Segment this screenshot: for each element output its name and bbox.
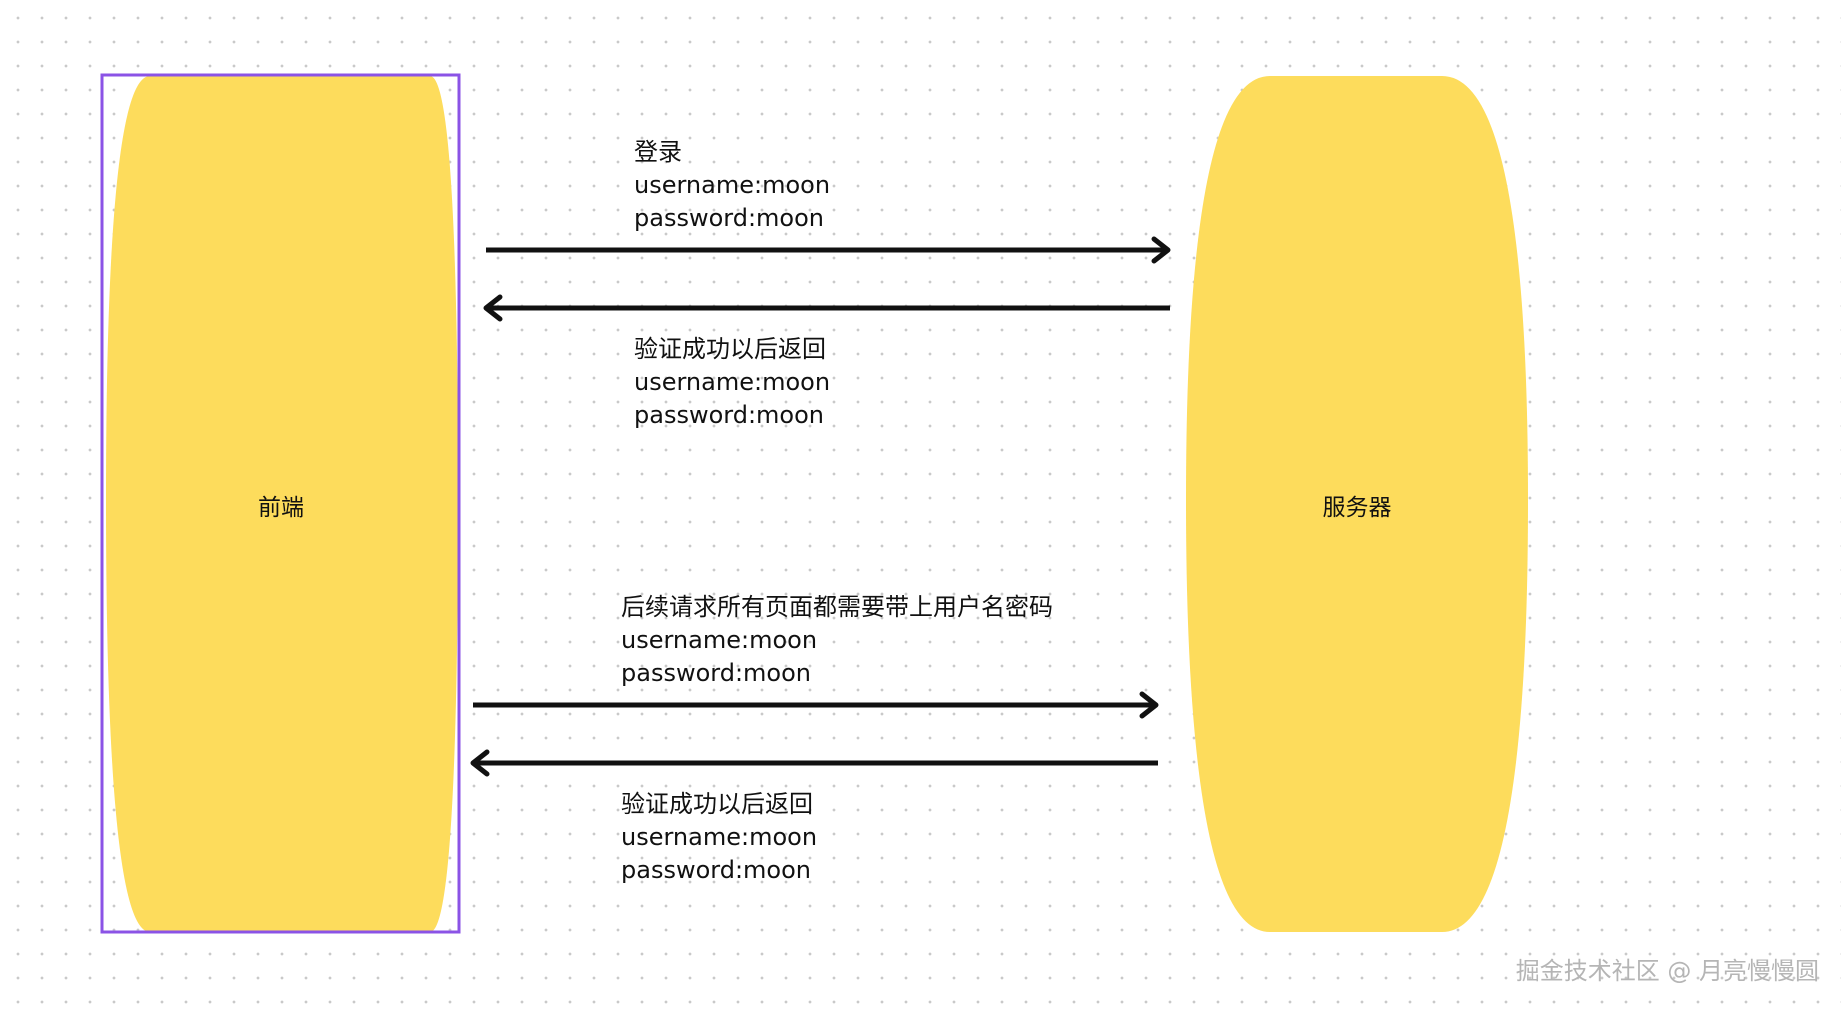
message-request-title: 后续请求所有页面都需要带上用户名密码 <box>621 593 1053 621</box>
arrow-login-reply[interactable] <box>483 294 1170 322</box>
message-request-reply-password: password:moon <box>621 856 811 884</box>
message-login-password: password:moon <box>634 204 824 232</box>
message-login: 登录 username:moon password:moon <box>634 136 830 235</box>
arrow-request[interactable] <box>473 691 1159 719</box>
message-request-username: username:moon <box>621 626 818 654</box>
server-node-shape[interactable] <box>1186 76 1528 932</box>
frontend-label: 前端 <box>258 495 304 521</box>
message-login-username: username:moon <box>634 171 831 199</box>
message-request-reply: 验证成功以后返回 username:moon password:moon <box>621 788 817 887</box>
watermark: 掘金技术社区 @ 月亮慢慢圆 <box>1515 957 1819 985</box>
message-request-password: password:moon <box>621 659 811 687</box>
message-login-reply: 验证成功以后返回 username:moon password:moon <box>634 333 830 432</box>
message-request-reply-title: 验证成功以后返回 <box>621 790 813 818</box>
arrow-login[interactable] <box>486 236 1171 264</box>
message-login-title: 登录 <box>634 138 682 166</box>
message-login-reply-password: password:moon <box>634 401 824 429</box>
message-request: 后续请求所有页面都需要带上用户名密码 username:moon passwor… <box>621 591 1053 690</box>
server-label: 服务器 <box>1322 495 1392 521</box>
message-request-reply-username: username:moon <box>621 823 818 851</box>
arrow-request-reply[interactable] <box>470 749 1158 777</box>
message-login-reply-username: username:moon <box>634 368 831 396</box>
message-login-reply-title: 验证成功以后返回 <box>634 335 826 363</box>
frontend-selection-outline <box>100 73 461 934</box>
frontend-node-shape[interactable] <box>106 76 458 932</box>
